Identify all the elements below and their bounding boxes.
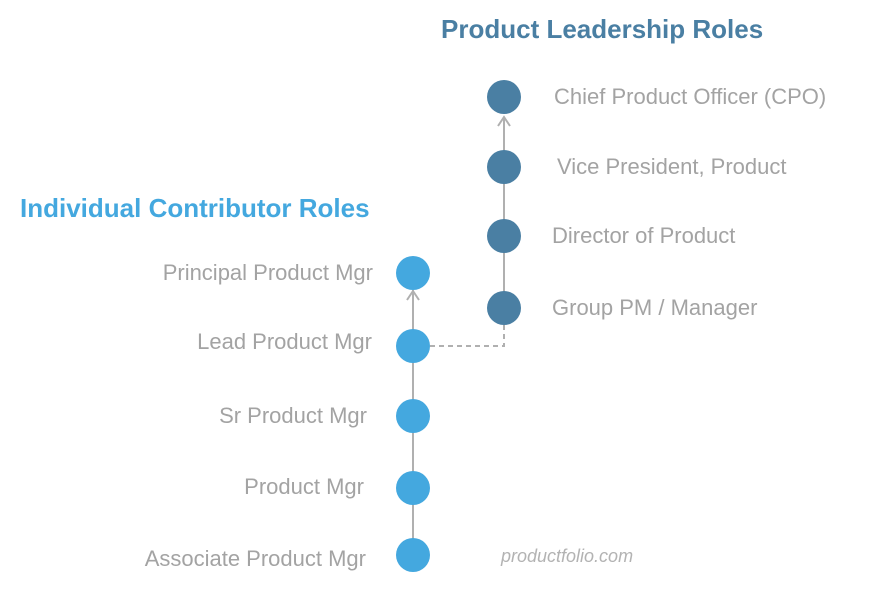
ic-arrow-icon bbox=[406, 289, 420, 301]
leadership-node-group-pm bbox=[487, 291, 521, 325]
leadership-section-title: Product Leadership Roles bbox=[441, 14, 764, 44]
leadership-role-director: Director of Product bbox=[552, 223, 736, 248]
ic-role-senior: Sr Product Mgr bbox=[219, 403, 367, 428]
ic-node-lead bbox=[396, 329, 430, 363]
ic-role-associate: Associate Product Mgr bbox=[144, 546, 366, 571]
ic-node-senior bbox=[396, 399, 430, 433]
ic-node-associate bbox=[396, 538, 430, 572]
ic-section-title: Individual Contributor Roles bbox=[20, 193, 370, 223]
ic-role-pm: Product Mgr bbox=[244, 474, 364, 499]
leadership-node-vp bbox=[487, 150, 521, 184]
leadership-role-cpo: Chief Product Officer (CPO) bbox=[554, 84, 827, 109]
ic-node-pm bbox=[396, 471, 430, 505]
leadership-node-director bbox=[487, 219, 521, 253]
leadership-arrow-icon bbox=[497, 115, 511, 127]
ic-node-principal bbox=[396, 256, 430, 290]
ic-role-principal: Principal Product Mgr bbox=[162, 260, 373, 285]
leadership-role-vp: Vice President, Product bbox=[557, 154, 787, 179]
leadership-role-group-pm: Group PM / Manager bbox=[552, 295, 758, 320]
dashed-connector bbox=[430, 325, 505, 347]
ic-role-lead: Lead Product Mgr bbox=[197, 329, 372, 354]
watermark-text: productfolio.com bbox=[501, 546, 634, 566]
leadership-node-cpo bbox=[487, 80, 521, 114]
